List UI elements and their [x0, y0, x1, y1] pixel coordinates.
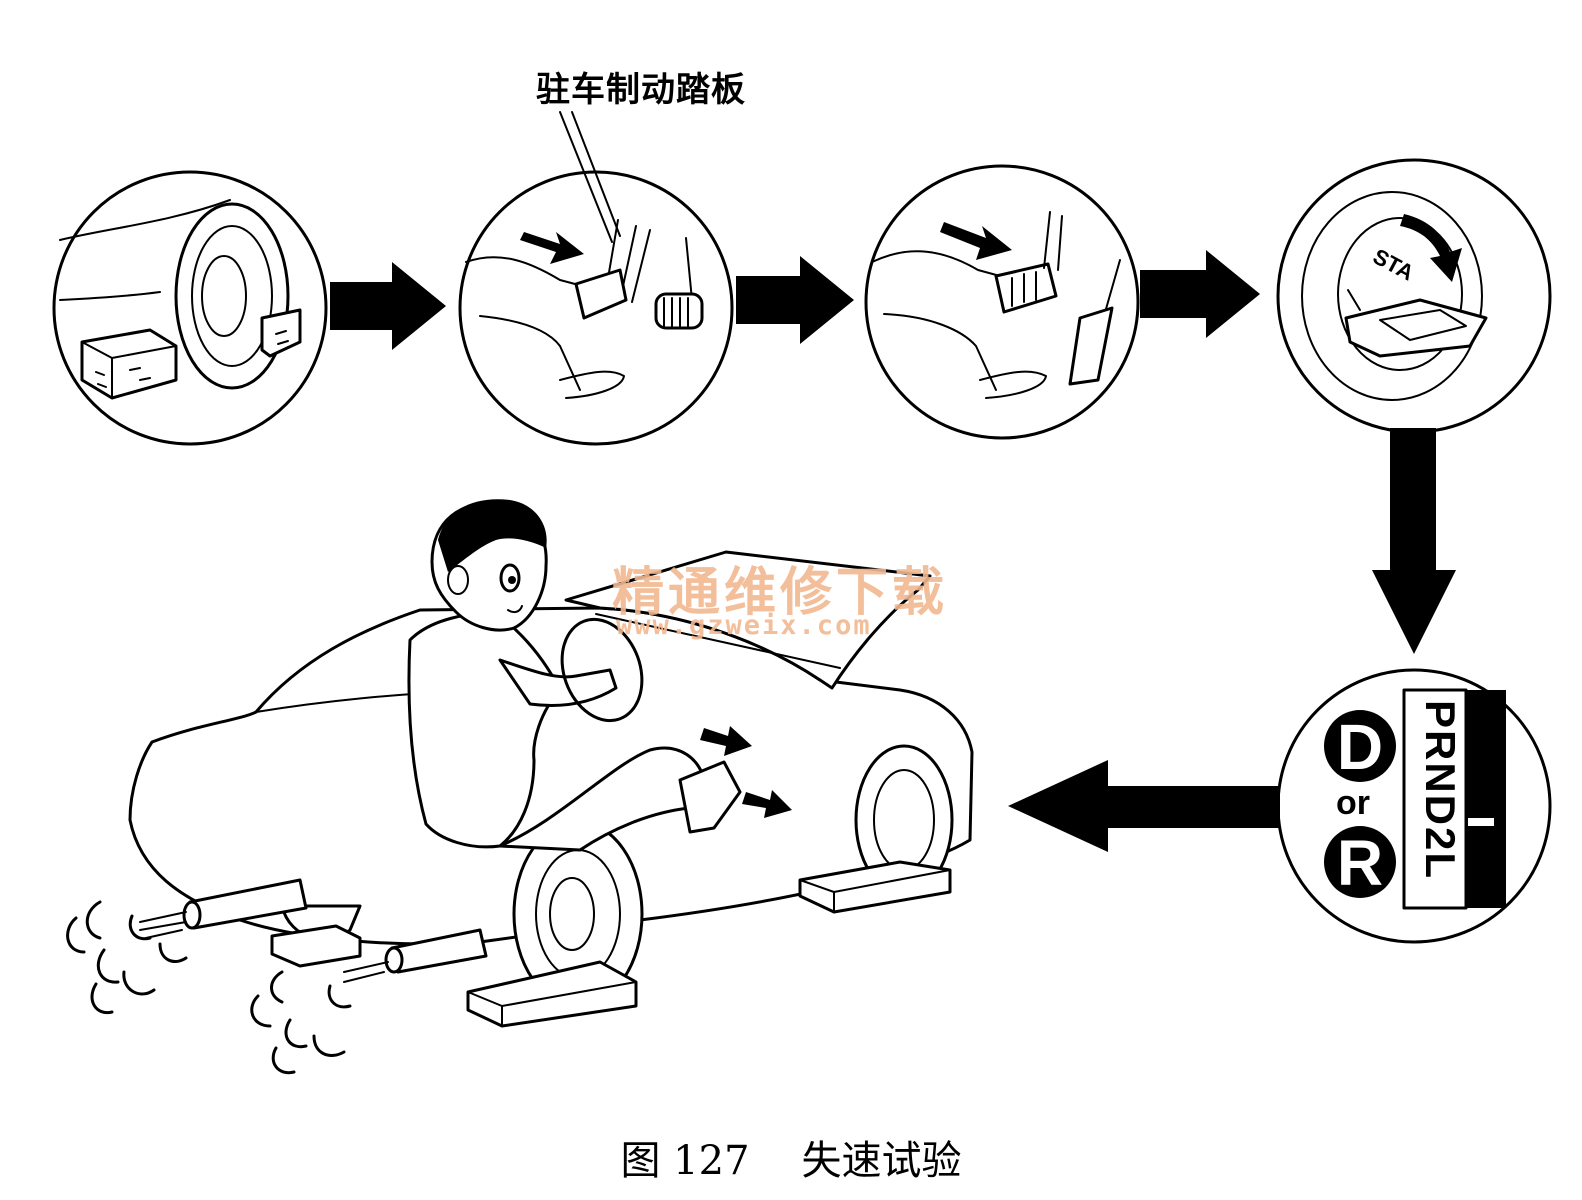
- figure-caption: 图 127 失速试验: [0, 1128, 1582, 1186]
- figure-number: 图 127: [620, 1138, 750, 1184]
- step-brake-pedal: [864, 164, 1140, 440]
- gear-option-r: R: [1336, 827, 1384, 899]
- car-stall-test-scene: [66, 499, 974, 1075]
- watermark-chinese: 精通维修下载: [612, 563, 949, 623]
- step-parking-brake: [458, 111, 734, 446]
- arrow-step5-to-test: [1008, 760, 1280, 852]
- gear-scale-prnd2l: PRND2L: [1417, 700, 1464, 881]
- watermark-url: www.gzweix.com: [616, 610, 872, 641]
- parking-brake-pedal-label: 驻车制动踏板: [536, 70, 746, 110]
- arrow-step4-to-step5: [1372, 428, 1456, 654]
- arrow-step2-to-step3: [736, 256, 854, 344]
- gear-option-connector: or: [1336, 784, 1370, 822]
- step-ignition-start: [1276, 158, 1552, 434]
- step-wheel-chock: [52, 170, 328, 446]
- arrow-step1-to-step2: [330, 262, 446, 350]
- figure-title: 失速试验: [801, 1138, 962, 1184]
- gear-option-d: D: [1336, 711, 1384, 783]
- arrow-step3-to-step4: [1140, 250, 1260, 338]
